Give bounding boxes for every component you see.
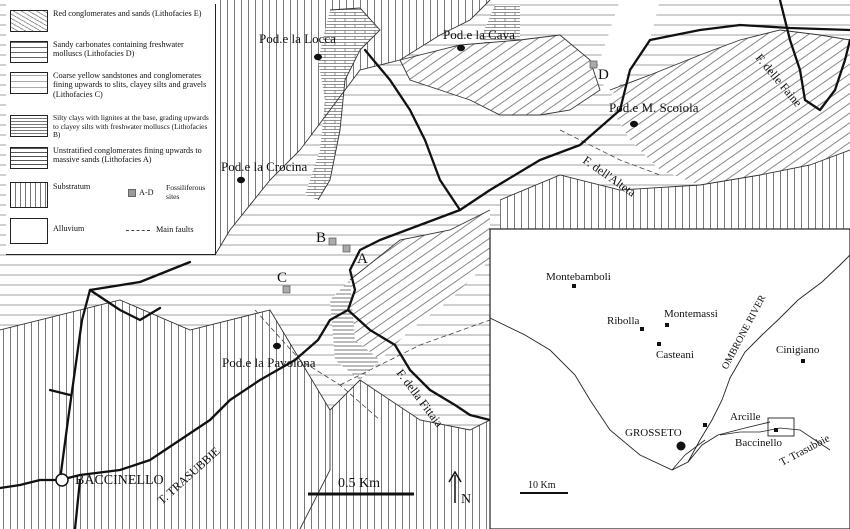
legend-swatch-d [10,41,48,63]
inset-town-ribolla-marker [640,327,644,331]
legend-text-substratum: Substratum [53,182,91,191]
inset-town-arcille-marker [703,423,707,427]
legend-swatch-b [10,115,48,137]
inset-ribolla: Ribolla [607,315,640,327]
legend-text-b: Silty clays with lignites at the base, g… [53,113,209,140]
inset-coastline [489,317,771,471]
place-pavolona: Pod.e la Pavolona [222,355,316,370]
lithofacies-a-area [330,280,380,380]
site-d-marker [589,60,598,69]
farm-pavolona-marker [273,342,281,350]
inset-arcille: Arcille [730,411,761,423]
inset-trasubbie-river [719,427,831,451]
substratum-area-southeast [300,380,490,529]
north-label: N [461,492,471,507]
place-locca: Pod.e la Locca [259,31,336,46]
inset-montemassi: Montemassi [664,308,718,320]
inset-town-montebamboli-marker [572,284,576,288]
site-c-label: C [277,270,287,286]
legend-swatch-c [10,72,48,94]
legend-swatch-substratum [10,182,48,208]
inset-ombrone-river [687,254,850,463]
inset-cinigiano: Cinigiano [776,344,820,356]
site-b-label: B [316,230,326,246]
place-cava: Pod.e la Cava [443,27,515,42]
legend-text-e: Red conglomerates and sands (Lithofacies… [53,9,202,18]
inset-town-baccinello-marker [774,428,778,432]
place-baccinello: BACCINELLO [75,473,164,488]
legend-faults-label: Main faults [156,225,194,234]
inset-town-cinigiano-marker [801,359,805,363]
legend-swatch-a [10,147,48,169]
site-a-marker [342,244,351,253]
inset-montebamboli: Montebamboli [546,271,611,283]
lithofacies-e-area-3 [350,210,490,360]
inset-scale-label: 10 Km [528,480,556,491]
substratum-area-south [0,300,330,529]
north-arrowhead-icon [448,470,462,483]
farm-crocina-marker [237,176,245,184]
lithofacies-e-area [400,35,600,115]
alluvium-area [595,0,660,95]
legend-text-d: Sandy carbonates containing freshwater m… [53,40,184,59]
main-faults [254,129,661,421]
legend-text-alluvium: Alluvium [53,224,85,233]
lithofacies-d-area-2 [480,5,520,50]
inset-coast-detail [671,439,706,471]
farm-cava-marker [457,44,465,52]
legend-sites-label: Fossiliferous sites [166,183,206,201]
substratum-area-north [215,0,490,255]
legend-text-a: Unstratified conglomerates fining upward… [53,146,202,165]
baccinello-town-marker [55,473,69,487]
scale-label: 0.5 Km [338,476,380,491]
legend-sites-range: A-D [139,188,154,197]
site-b-marker [328,237,337,246]
inset-study-area-box [767,417,795,437]
inset-town-grosseto-marker [676,441,686,451]
substratum-area-east [500,150,850,229]
location-inset: Montebamboli Ribolla Montemassi Casteani… [489,228,850,529]
legend-site-square-icon [128,189,136,198]
inset-town-casteani-marker [657,342,661,346]
place-crocina: Pod.e la Crocina [221,159,308,174]
site-d-label: D [598,67,609,83]
inset-casteani: Casteani [656,349,694,361]
inset-baccinello: Baccinello [735,437,783,449]
legend-swatch-alluvium [10,218,48,244]
farm-scoiola-marker [630,120,638,128]
legend: Red conglomerates and sands (Lithofacies… [6,4,216,255]
place-scoiola: Pod.e M. Scoiola [609,100,699,115]
site-a-label: A [357,251,368,267]
inset-town-montemassi-marker [665,323,669,327]
legend-fault-line-icon [126,230,150,231]
lithofacies-e-area-2 [610,30,850,185]
inset-frame [489,228,850,529]
farm-locca-marker [314,53,322,61]
site-c-marker [282,285,291,294]
inset-grosseto: GROSSETO [625,427,682,439]
legend-sites-key: A-D [128,188,213,198]
legend-swatch-e [10,10,48,32]
legend-text-c: Coarse yellow sandstones and conglomerat… [53,71,207,99]
